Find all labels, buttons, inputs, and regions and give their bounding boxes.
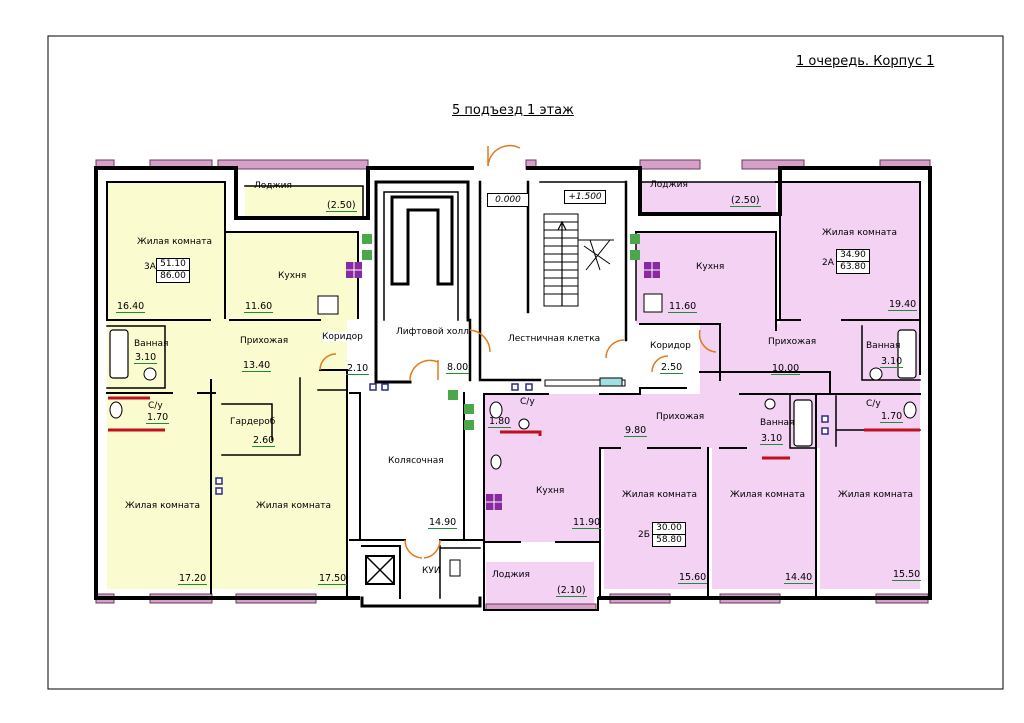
apartment-3a-id: 3A	[144, 262, 156, 272]
level-mark-ground: 0.000	[487, 193, 529, 207]
room-area-a2a-kitchen: 11.60	[668, 301, 698, 313]
room-area-a3-bath: 3.10	[134, 352, 158, 364]
apartment-2b-id: 2Б	[638, 530, 650, 540]
room-label-a3-hall-area: 13.40	[242, 360, 272, 372]
room-area-a3-loggia: (2.50)	[326, 200, 357, 212]
room-label-a3-living3: Жилая комната	[256, 501, 331, 511]
wet-walls	[108, 396, 920, 460]
room-label-a3-loggia: Лоджия	[254, 181, 292, 191]
apartment-3a-total-area: 86.00	[160, 271, 186, 281]
room-area-a2a-hall: 10.00	[771, 363, 801, 375]
apartment-2b-total-area: 58.80	[656, 535, 682, 545]
apartment-2a-areas: 34.90 63.80	[836, 249, 870, 274]
toilets	[109, 401, 917, 577]
room-label-lift-hall: Лифтовой холл	[396, 327, 469, 337]
bathtubs	[109, 329, 917, 447]
room-area-a2a-bath: 3.10	[880, 356, 904, 368]
room-area-a3-kitchen: 11.60	[244, 301, 274, 313]
apartment-2b-living-area: 30.00	[653, 523, 685, 535]
room-label-a3-kitchen: Кухня	[278, 271, 307, 281]
room-label-a3-bath: Ванная	[134, 339, 169, 349]
entrance-floor-title: 5 подъезд 1 этаж	[452, 103, 574, 118]
room-area-a2a-wc: 1.70	[880, 411, 904, 423]
room-area-a3-living3: 17.50	[318, 573, 348, 585]
room-area-a2b-bath: 3.10	[760, 433, 784, 445]
room-area-a3-wc: 1.70	[146, 412, 170, 424]
apartment-3a-areas: 51.10 86.00	[156, 258, 190, 283]
doors	[319, 144, 717, 559]
room-label-a3-wc: С/у	[148, 401, 163, 411]
room-label-a2a-bath: Ванная	[866, 341, 901, 351]
apartment-2a-living-area: 34.90	[837, 250, 869, 262]
room-label-a3-hall: Прихожая	[240, 336, 289, 346]
room-area-a3-wardrobe: 2.60	[252, 435, 276, 447]
lift-cabin-icon	[365, 555, 395, 585]
room-area-a2b-living2: 14.40	[784, 572, 814, 584]
room-area-a2b-kitchen: 11.90	[572, 517, 602, 529]
room-label-a2a-living1: Жилая комната	[822, 228, 897, 238]
room-label-a3-living1: Жилая комната	[137, 237, 212, 247]
stairs	[543, 213, 626, 387]
apartment-2a-total-area: 63.80	[840, 262, 866, 272]
queue-building-title: 1 очередь. Корпус 1	[796, 54, 935, 69]
sinks	[143, 293, 883, 430]
apartment-3a-living-area: 51.10	[157, 259, 189, 271]
room-label-a2b-loggia: Лоджия	[492, 570, 530, 580]
sheet-border	[47, 35, 1004, 690]
room-label-stroller-room: Колясочная	[388, 456, 444, 466]
room-label-a2a-corridor: Коридор	[650, 341, 691, 351]
room-label-stairwell: Лестничная клетка	[508, 334, 601, 344]
room-label-a3-wardrobe: Гардероб	[230, 417, 276, 427]
room-label-a2a-living2: Жилая комната	[838, 490, 913, 500]
room-area-stroller-room: 14.90	[428, 517, 458, 529]
apartment-3a-fill	[107, 182, 363, 589]
stove-icons	[346, 262, 660, 510]
apartment-2a-id: 2A	[822, 258, 834, 268]
room-label-a2b-living1: Жилая комната	[622, 490, 697, 500]
room-label-kui: КУИ	[422, 566, 441, 576]
room-label-a2a-loggia: Лоджия	[650, 180, 688, 190]
room-label-a2a-hall: Прихожая	[768, 337, 817, 347]
apartment-2b-areas: 30.00 58.80	[652, 522, 686, 547]
room-label-a2a-kitchen: Кухня	[696, 262, 725, 272]
room-label-a2b-kitchen: Кухня	[536, 486, 565, 496]
room-label-a2b-bath: Ванная	[760, 418, 795, 428]
room-label-a3-living2: Жилая комната	[125, 501, 200, 511]
level-mark-stair: +1.500	[564, 190, 606, 204]
room-area-a3-living1: 16.40	[116, 301, 146, 313]
vent-ducts	[362, 234, 640, 430]
room-label-a2a-wc: С/у	[866, 399, 881, 409]
room-area-a3-corridor: 2.10	[346, 363, 370, 375]
room-area-a2b-wc: 1.80	[488, 416, 512, 428]
room-label-a2b-living2: Жилая комната	[730, 490, 805, 500]
room-label-a2b-hall: Прихожая	[656, 412, 705, 422]
room-label-a3-corridor: Коридор	[322, 332, 363, 342]
room-area-a2b-hall: 9.80	[624, 425, 648, 437]
room-area-a2b-living1: 15.60	[678, 572, 708, 584]
room-area-a2a-living2: 15.50	[892, 569, 922, 581]
room-area-a3-living2: 17.20	[178, 573, 208, 585]
room-area-a2a-living1: 19.40	[888, 299, 918, 311]
room-area-a2a-corridor: 2.50	[660, 362, 684, 374]
room-area-a2b-loggia: (2.10)	[556, 585, 587, 597]
utility-shafts	[215, 383, 829, 495]
room-label-a2b-wc: С/у	[520, 397, 535, 407]
room-area-a2a-loggia: (2.50)	[730, 195, 761, 207]
room-area-lift-hall: 8.00	[446, 362, 470, 374]
